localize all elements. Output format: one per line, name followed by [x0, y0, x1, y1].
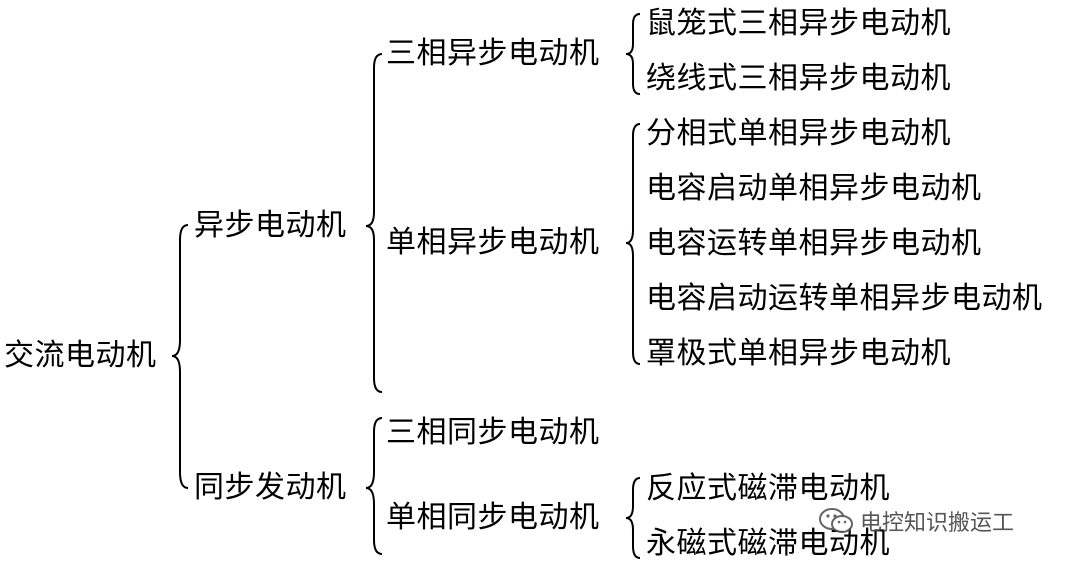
brace-sync	[365, 417, 383, 555]
brace-three-phase-async	[625, 13, 641, 95]
node-three-phase-async: 三相异步电动机	[386, 36, 600, 71]
leaf-split-phase: 分相式单相异步电动机	[646, 116, 951, 151]
leaf-capacitor-start-run: 电容启动运转单相异步电动机	[646, 281, 1043, 316]
leaf-capacitor-start: 电容启动单相异步电动机	[646, 171, 982, 206]
leaf-capacitor-run: 电容运转单相异步电动机	[646, 226, 982, 261]
leaf-permanent-magnet-hysteresis: 永磁式磁滞电动机	[646, 526, 890, 561]
brace-root	[171, 224, 189, 489]
brace-single-phase-sync	[625, 477, 641, 559]
watermark-text: 电控知识搬运工	[860, 511, 1015, 536]
node-single-phase-sync: 单相同步电动机	[386, 500, 600, 535]
node-sync-motor: 同步发动机	[194, 470, 347, 505]
leaf-squirrel-cage: 鼠笼式三相异步电动机	[646, 6, 951, 41]
brace-single-phase-async	[625, 123, 641, 365]
wechat-icon	[819, 508, 853, 533]
leaf-shaded-pole: 罩极式单相异步电动机	[646, 336, 951, 371]
node-three-phase-sync: 三相同步电动机	[386, 415, 600, 450]
brace-async	[365, 53, 383, 393]
watermark: 电控知识搬运工	[818, 505, 1014, 537]
node-root: 交流电动机	[4, 338, 157, 373]
leaf-wound-rotor: 绕线式三相异步电动机	[646, 61, 951, 96]
node-single-phase-async: 单相异步电动机	[386, 225, 600, 260]
leaf-reluctance-hysteresis: 反应式磁滞电动机	[646, 471, 890, 506]
node-async-motor: 异步电动机	[194, 208, 347, 243]
